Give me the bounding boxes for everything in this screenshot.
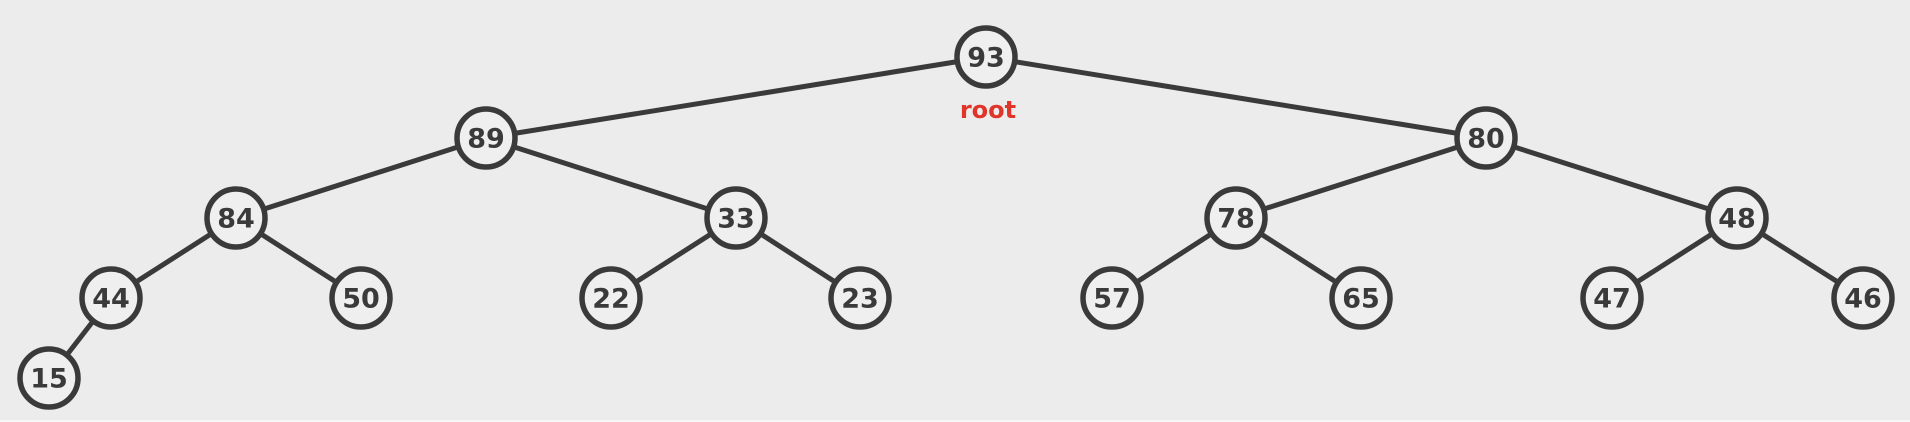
tree-node-47: 47 [1580,266,1644,330]
tree-node-value-65: 65 [1342,284,1380,315]
tree-node-80: 80 [1454,106,1518,170]
panel-bottom-edge [0,420,1910,422]
tree-node-33: 33 [704,186,768,250]
tree-node-50: 50 [329,266,393,330]
tree-node-circle-48 [1705,186,1769,250]
tree-node-value-33: 33 [717,204,755,235]
tree-node-circle-46 [1831,266,1895,330]
tree-edge-93-80 [985,54,1487,141]
tree-node-value-50: 50 [342,284,380,315]
tree-node-23: 23 [828,266,892,330]
tree-node-value-80: 80 [1467,124,1505,155]
tree-node-84: 84 [204,186,268,250]
tree-node-circle-80 [1454,106,1518,170]
tree-edge-89-33 [485,135,737,221]
tree-edge-93-89 [485,54,987,141]
tree-node-46: 46 [1831,266,1895,330]
tree-edge-80-78 [1235,135,1487,221]
tree-node-circle-93 [954,25,1018,89]
tree-node-circle-65 [1329,266,1393,330]
tree-node-value-46: 46 [1844,284,1882,315]
tree-node-15: 15 [17,346,81,410]
tree-node-value-47: 47 [1593,284,1631,315]
tree-nodes: 93 89 80 84 33 78 48 44 50 22 23 57 65 47 46 15 [17,25,1895,410]
tree-node-circle-15 [17,346,81,410]
tree-node-78: 78 [1204,186,1268,250]
tree-node-value-57: 57 [1093,284,1131,315]
tree-node-circle-47 [1580,266,1644,330]
tree-node-89: 89 [454,106,518,170]
tree-node-circle-44 [79,266,143,330]
tree-node-value-44: 44 [92,284,130,315]
tree-node-circle-33 [704,186,768,250]
tree-node-value-78: 78 [1217,204,1255,235]
tree-node-value-15: 15 [30,364,68,395]
tree-node-circle-57 [1080,266,1144,330]
tree-node-65: 65 [1329,266,1393,330]
tree-node-circle-22 [579,266,643,330]
tree-node-value-89: 89 [467,124,505,155]
tree-node-value-48: 48 [1718,204,1756,235]
tree-node-value-22: 22 [592,284,630,315]
tree-node-circle-23 [828,266,892,330]
tree-node-57: 57 [1080,266,1144,330]
tree-node-circle-89 [454,106,518,170]
tree-node-93: 93 [954,25,1018,89]
tree-node-value-84: 84 [217,204,255,235]
tree-node-circle-50 [329,266,393,330]
tree-node-22: 22 [579,266,643,330]
tree-node-48: 48 [1705,186,1769,250]
tree-edge-80-48 [1485,135,1738,221]
root-label: root [960,96,1016,124]
tree-node-value-93: 93 [967,43,1005,74]
tree-node-circle-78 [1204,186,1268,250]
tree-node-value-23: 23 [841,284,879,315]
tree-edge-89-84 [235,135,487,221]
tree-node-circle-84 [204,186,268,250]
tree-node-44: 44 [79,266,143,330]
tree-edges [47,54,1865,380]
